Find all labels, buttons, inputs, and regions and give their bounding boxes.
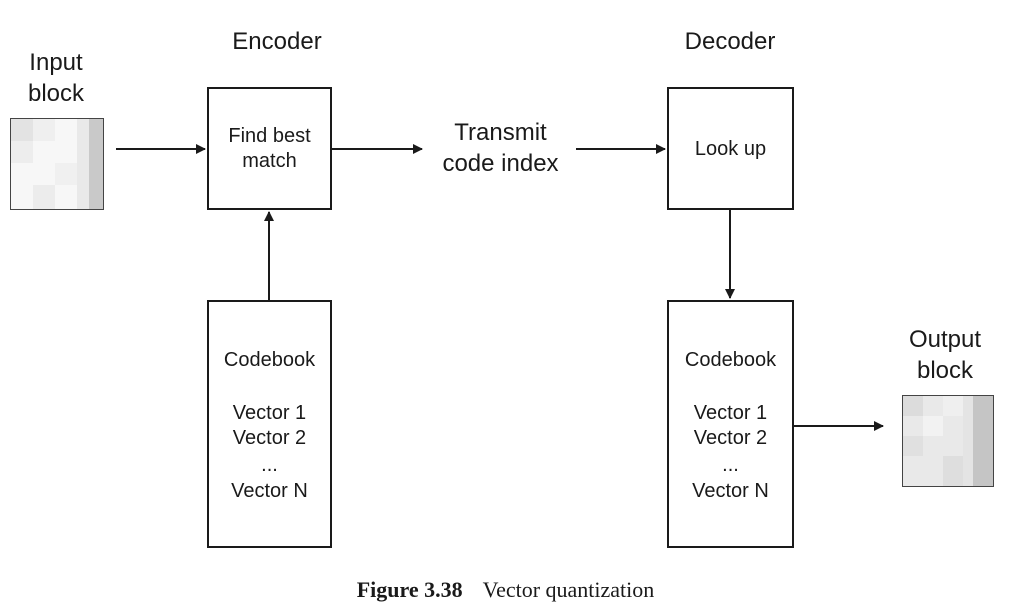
figure-title: Vector quantization xyxy=(482,577,655,602)
figure-number: Figure 3.38 xyxy=(356,577,463,602)
decoder-heading: Decoder xyxy=(684,28,776,55)
codebook-left-box: Codebook Vector 1 Vector 2 ... Vector N xyxy=(207,300,332,548)
output-block-label-line1: Output xyxy=(908,326,982,353)
codebook-right-entry: Vector 2 xyxy=(693,427,768,449)
encoder-heading: Encoder xyxy=(232,28,322,55)
transmit-line2: code index xyxy=(442,150,559,177)
codebook-right-entry: Vector N xyxy=(692,480,769,502)
figure-caption: Figure 3.38 Vector quantization xyxy=(0,576,1011,604)
output-block-label-line2: block xyxy=(916,357,974,384)
transmit-line1: Transmit xyxy=(454,119,547,146)
codebook-right-box: Codebook Vector 1 Vector 2 ... Vector N xyxy=(667,300,794,548)
decoder-look-up-box: Look up xyxy=(667,87,794,210)
codebook-left-title: Codebook xyxy=(223,349,316,371)
codebook-right-title: Codebook xyxy=(684,349,777,371)
encoder-box-line2: match xyxy=(242,150,297,172)
decoder-box-line1: Look up xyxy=(694,138,767,160)
output-block-image xyxy=(902,395,994,487)
input-block-label: Input block xyxy=(6,47,106,109)
codebook-right-entry: Vector 1 xyxy=(693,402,768,424)
codebook-left-entry: ... xyxy=(261,454,278,476)
codebook-left-entry: Vector 1 xyxy=(232,402,307,424)
codebook-right-entry: ... xyxy=(722,454,739,476)
transmit-code-index-label: Transmit code index xyxy=(418,117,583,179)
input-block-label-line1: Input xyxy=(29,49,83,76)
codebook-left-entry: Vector 2 xyxy=(232,427,307,449)
codebook-left-entry: Vector N xyxy=(231,480,308,502)
encoder-find-best-match-box: Find best match xyxy=(207,87,332,210)
input-block-image xyxy=(10,118,104,210)
input-block-label-line2: block xyxy=(27,80,85,107)
output-block-label: Output block xyxy=(890,324,1000,386)
encoder-box-line1: Find best xyxy=(228,125,311,147)
